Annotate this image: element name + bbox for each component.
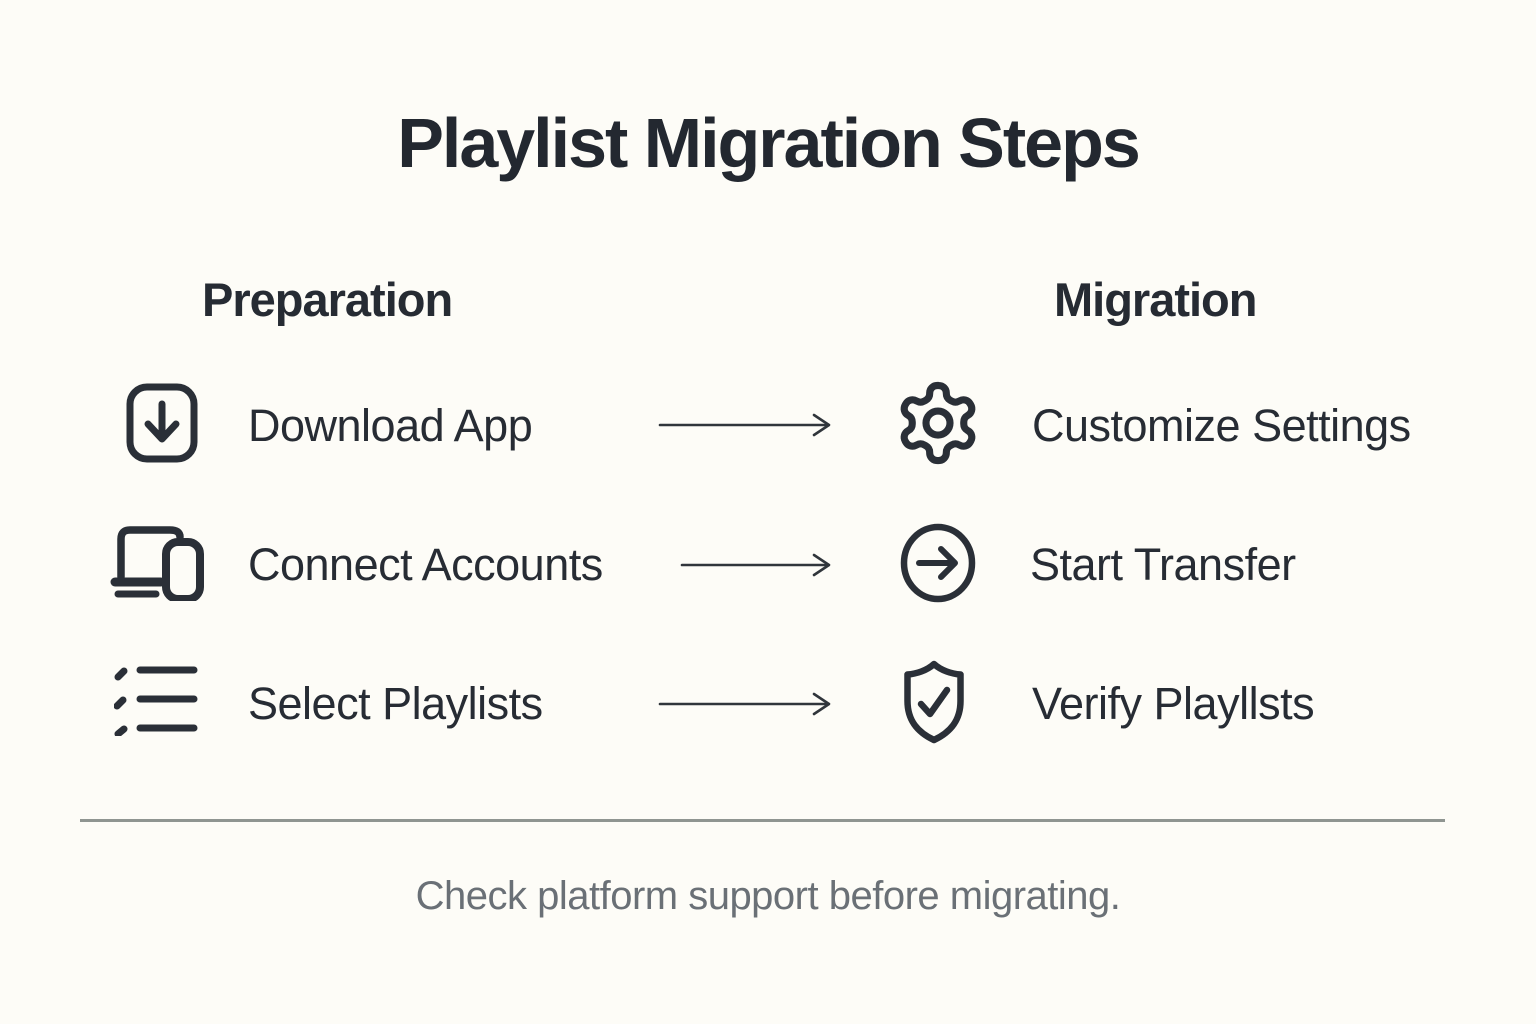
- gear-icon: [893, 378, 983, 468]
- step-label-start-transfer: Start Transfer: [1030, 539, 1296, 590]
- step-label-verify-playlists: Verify Playllsts: [1032, 678, 1315, 729]
- footer-note: Check platform support before migrating.: [415, 874, 1121, 918]
- divider-line: [80, 819, 1445, 822]
- shield-check-icon: [901, 659, 967, 745]
- column-header-preparation: Preparation: [202, 273, 453, 326]
- checklist-icon: [113, 662, 198, 738]
- flow-arrow-icon: [658, 412, 836, 438]
- flow-arrow-icon: [658, 691, 836, 717]
- step-label-customize-settings: Customize Settings: [1032, 400, 1411, 451]
- download-icon: [126, 383, 198, 463]
- page-title: Playlist Migration Steps: [397, 104, 1141, 182]
- flow-arrow-icon: [680, 552, 836, 578]
- column-header-migration: Migration: [1054, 273, 1257, 326]
- step-label-connect-accounts: Connect Accounts: [248, 539, 603, 590]
- step-label-download-app: Download App: [248, 400, 533, 451]
- arrow-right-circle-icon: [899, 522, 977, 604]
- step-label-select-playlists: Select Playlists: [248, 678, 543, 729]
- devices-icon: [108, 521, 204, 603]
